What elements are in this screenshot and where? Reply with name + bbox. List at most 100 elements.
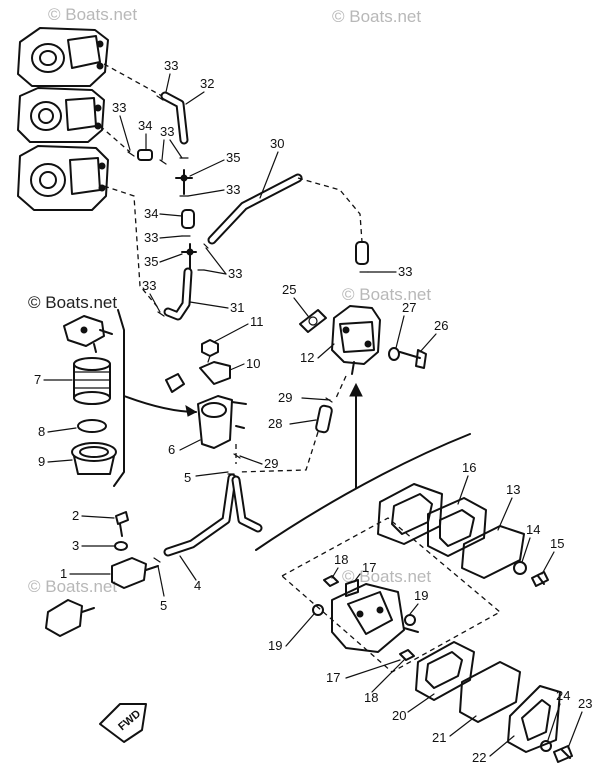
joint-1: [111, 557, 159, 589]
callout-29: 29: [264, 456, 278, 471]
callout-20: 20: [392, 708, 406, 723]
pump-body: [331, 583, 419, 653]
carburetor-connection-lines: [99, 63, 163, 311]
hose-31: [163, 267, 193, 321]
bolt-26: [399, 349, 427, 369]
callout-12: 12: [300, 350, 314, 365]
callout-33: 33: [398, 264, 412, 279]
callout-21: 21: [432, 730, 446, 745]
callout-34: 34: [138, 118, 152, 133]
carburetor-middle: [17, 87, 105, 143]
watermark-top-left: © Boats.net: [48, 5, 137, 24]
screw-2: [115, 511, 129, 537]
callout-18: 18: [364, 690, 378, 705]
clips-33: [127, 95, 369, 317]
callout-17: 17: [362, 560, 376, 575]
callout-10: 10: [246, 356, 260, 371]
washer-27: [388, 347, 400, 361]
callout-35: 35: [226, 150, 240, 165]
callout-19: 19: [414, 588, 428, 603]
callout-33: 33: [228, 266, 242, 281]
callout-33: 33: [160, 124, 174, 139]
callout-6: 6: [168, 442, 175, 457]
callout-35: 35: [144, 254, 158, 269]
callout-22: 22: [472, 750, 486, 765]
plate-16: [427, 497, 487, 557]
hose-34-lower: [181, 209, 195, 229]
callout-15: 15: [550, 536, 564, 551]
gasket-16: [377, 483, 443, 545]
washer-19-right: [404, 614, 416, 626]
washer-19-left: [312, 604, 324, 616]
watermark-bottom-right: © Boats.net: [342, 567, 431, 586]
callout-24: 24: [556, 688, 570, 703]
screw-23: [553, 745, 573, 763]
screw-15: [531, 571, 549, 587]
leader-30-to-pump: [297, 177, 363, 243]
joint-35-lower: [181, 243, 197, 271]
callout-19: 19: [268, 638, 282, 653]
washer-3: [114, 541, 128, 551]
callouts: 33 32 33 34 33 35 33 30 34 33 35 33 33 3…: [34, 58, 592, 765]
filter-element-7: [73, 357, 111, 405]
callout-14: 14: [526, 522, 540, 537]
bracket-line-left: [113, 309, 125, 487]
nut-18-upper: [323, 575, 339, 587]
hose-4-branch: [231, 475, 263, 533]
callout-26: 26: [434, 318, 448, 333]
carburetor-stack: [17, 27, 109, 211]
callout-11: 11: [250, 314, 264, 329]
callout-4: 4: [194, 578, 201, 593]
callout-18: 18: [334, 552, 348, 567]
callout-13: 13: [506, 482, 520, 497]
callout-3: 3: [72, 538, 79, 553]
hose-28: [315, 404, 333, 434]
gasket-25: [299, 309, 327, 333]
callout-1: 1: [60, 566, 67, 581]
fitting-near-bracket: [165, 373, 185, 393]
callout-32: 32: [200, 76, 214, 91]
callout-33: 33: [226, 182, 240, 197]
callout-2: 2: [72, 508, 79, 523]
forward-label: FWD: [116, 708, 143, 733]
hose-34-short: [137, 149, 153, 161]
pump-divider-curve: [255, 433, 471, 551]
carburetor-top: [17, 27, 109, 87]
watermark-mid-right: © Boats.net: [342, 285, 431, 304]
washer-14: [513, 561, 527, 575]
callout-33: 33: [164, 58, 178, 73]
connector-fitting: [45, 599, 95, 637]
clip-5-lower: [153, 557, 161, 563]
hose-32: [160, 91, 189, 145]
callout-29: 29: [278, 390, 292, 405]
fuel-filter-6: [197, 395, 247, 449]
clips-29-5: [227, 453, 241, 475]
watermark-top-right: © Boats.net: [332, 7, 421, 26]
hose-30: [207, 173, 303, 245]
gasket-20: [415, 641, 475, 701]
callout-30: 30: [270, 136, 284, 151]
callout-31: 31: [230, 300, 244, 315]
carburetor-bottom: [17, 145, 109, 211]
callout-28: 28: [268, 416, 282, 431]
diaphragm-21: [459, 661, 521, 723]
leader-pump-to-hose: [237, 375, 347, 473]
nut-18-lower: [399, 649, 415, 661]
callout-5: 5: [160, 598, 167, 613]
callout-17: 17: [326, 670, 340, 685]
callout-5: 5: [184, 470, 191, 485]
cover-22: [507, 685, 561, 753]
callout-33: 33: [112, 100, 126, 115]
callout-23: 23: [578, 696, 592, 711]
fuel-pump-12: [331, 305, 381, 375]
o-ring-8: [77, 419, 107, 433]
forward-arrow: FWD: [99, 703, 147, 743]
hose-4: [163, 473, 237, 557]
arrow-up-to-pump: [349, 382, 363, 489]
filter-cup-9: [71, 442, 117, 475]
callout-8: 8: [38, 424, 45, 439]
callout-16: 16: [462, 460, 476, 475]
callout-33: 33: [144, 230, 158, 245]
hose-to-pump: [355, 241, 369, 265]
